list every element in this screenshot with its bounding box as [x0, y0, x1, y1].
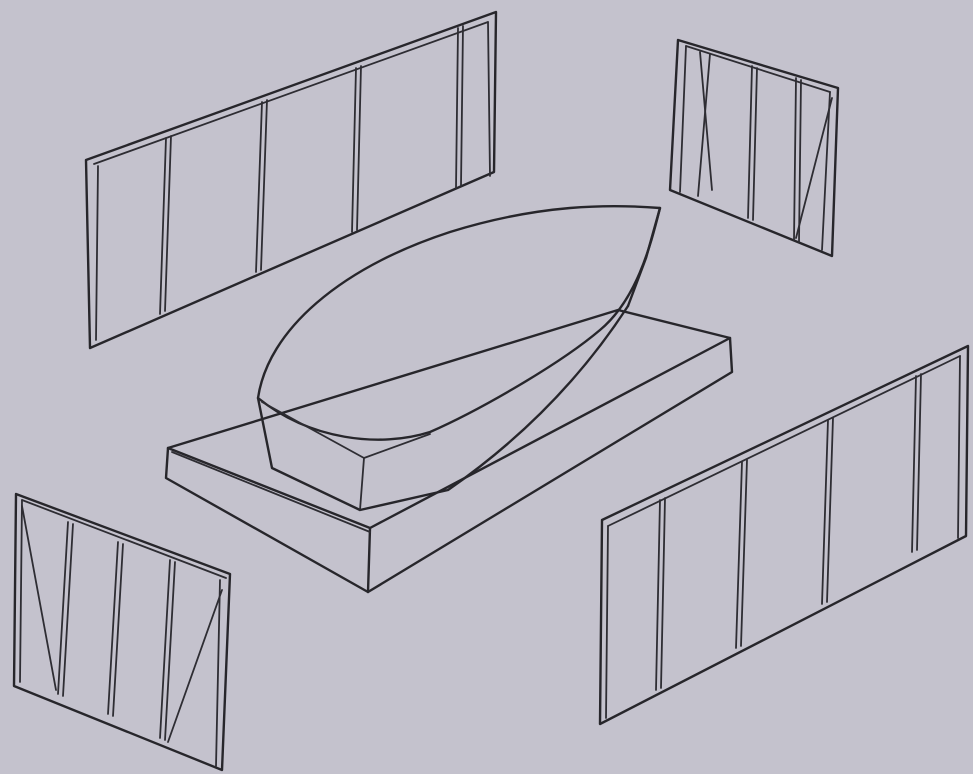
panel-top-left	[86, 12, 496, 348]
panel-top-right	[670, 40, 838, 256]
base-slab	[166, 310, 732, 592]
panel-bottom-left	[14, 494, 230, 770]
panel-bottom-right	[600, 346, 968, 724]
